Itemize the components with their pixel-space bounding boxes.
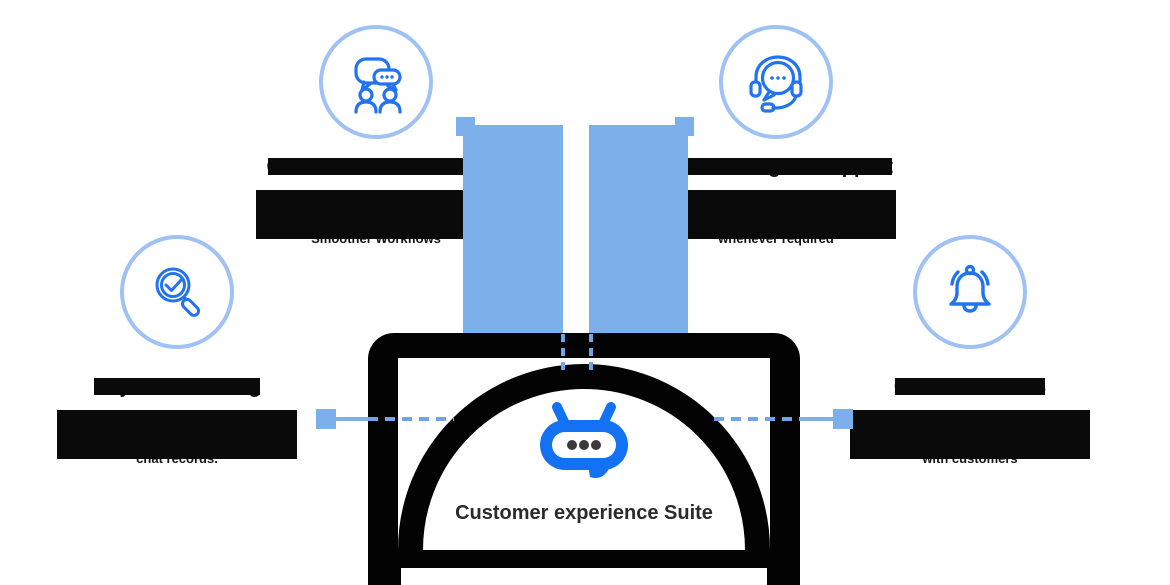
suite-title: Customer experience Suite: [455, 502, 713, 524]
feature-icon-circle: [913, 235, 1027, 349]
feature-cx-notifications: CX notifications Energetic outreach with…: [830, 235, 1110, 468]
feature-icon-circle: [120, 235, 234, 349]
right-pillar-bar: [589, 125, 688, 333]
feature-icon-circle: [719, 25, 833, 139]
left-connector-dashes: [368, 417, 454, 421]
left-connector-node: [316, 409, 336, 429]
top-left-connector-dashes: [561, 334, 565, 370]
top-right-connector-dashes: [589, 334, 593, 370]
feature-title: CX notifications: [893, 376, 1047, 398]
laptop-base: [401, 568, 767, 585]
feature-title: Real-time Agent Support: [659, 156, 893, 178]
left-pillar-bar: [463, 125, 563, 333]
right-connector-line: [800, 417, 833, 421]
laptop-frame: Customer experience Suite: [368, 333, 800, 585]
feature-title: Objective Finding: [93, 376, 261, 398]
feature-objective-finding: Objective Finding Understand the top use…: [37, 235, 317, 468]
agent-headset-icon: [749, 55, 803, 113]
laptop-screen: Customer experience Suite: [398, 358, 770, 550]
chatbot-icon: [540, 402, 628, 478]
right-connector-node: [833, 409, 853, 429]
chat-workflow-icon: [354, 57, 402, 114]
right-connector-dashes: [714, 417, 800, 421]
magnifier-check-icon: [155, 267, 201, 317]
right-pillar-cap: [675, 117, 694, 136]
left-pillar-cap: [456, 117, 475, 136]
feature-icon-circle: [319, 25, 433, 139]
bell-icon: [949, 264, 991, 313]
feature-title: Communication Studio: [266, 156, 486, 178]
feature-realtime-agent-support: Real-time Agent Support Flawless AI with…: [636, 25, 916, 248]
left-connector-line: [336, 417, 370, 421]
